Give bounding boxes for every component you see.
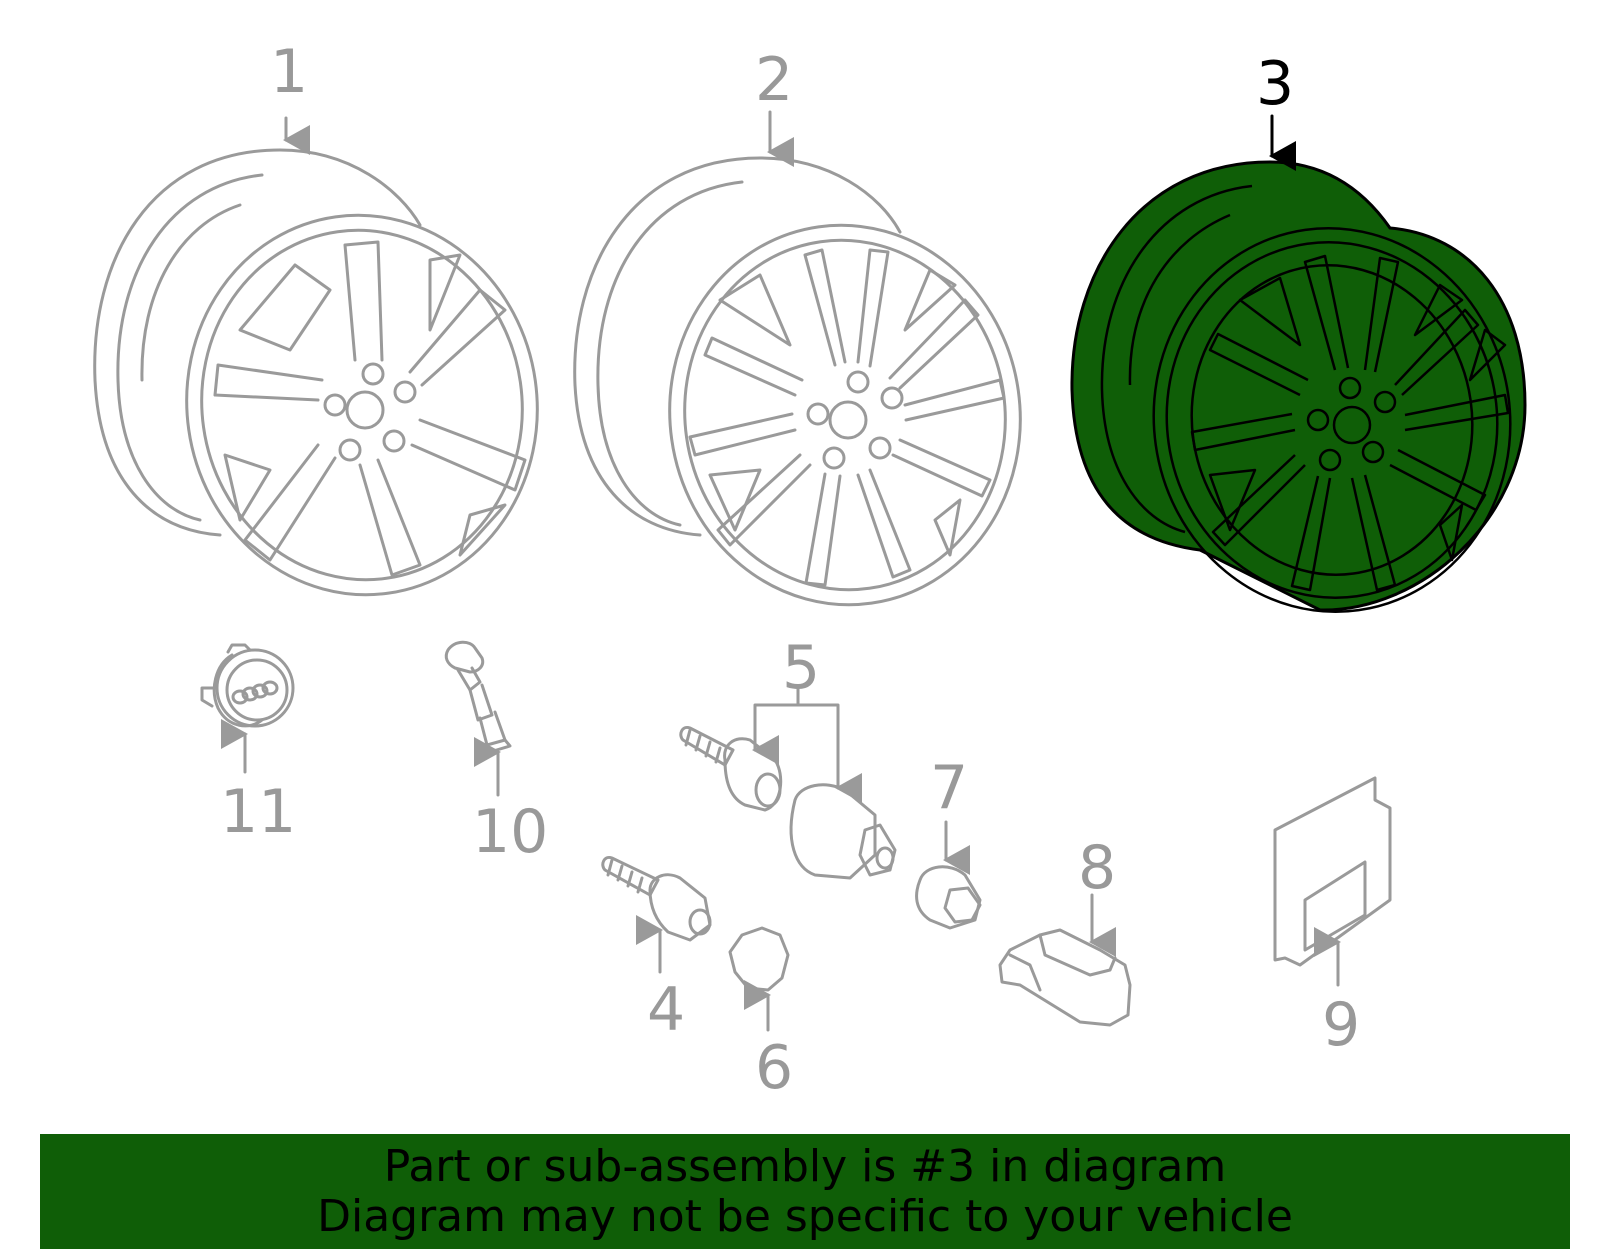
callout-8-label: 8 (1078, 833, 1116, 903)
callout-3-label: 3 (1256, 49, 1294, 119)
callout-7-label: 7 (930, 753, 968, 823)
lug-bolt-4-drawing[interactable] (601, 855, 712, 942)
wheel-lock-5-drawing[interactable] (679, 703, 897, 880)
banner-line-1: Part or sub-assembly is #3 in diagram (383, 1140, 1227, 1192)
callout-11-label: 11 (220, 777, 296, 847)
wheel-2-drawing[interactable] (573, 156, 1045, 628)
wheel-3-highlighted-drawing[interactable] (1070, 160, 1535, 635)
callout-1-label: 1 (270, 37, 308, 107)
banner-line-2: Diagram may not be specific to your vehi… (317, 1190, 1293, 1242)
callout-2-label: 2 (755, 45, 793, 115)
lug-nut-7-drawing[interactable] (915, 865, 982, 930)
wheel-1-drawing[interactable] (93, 148, 562, 618)
center-cap-11-drawing[interactable] (200, 643, 295, 728)
callout-9-label: 9 (1322, 990, 1360, 1060)
callout-6-label: 6 (755, 1033, 793, 1103)
valve-stem-10-drawing[interactable] (444, 640, 512, 754)
label-9-drawing[interactable] (1273, 776, 1392, 967)
callout-10-label: 10 (472, 797, 548, 867)
bolt-cap-6-drawing[interactable] (728, 926, 790, 992)
info-banner-background (40, 1134, 1570, 1249)
info-banner: Part or sub-assembly is #3 in diagram Di… (40, 1134, 1570, 1249)
callout-5-label: 5 (782, 633, 820, 703)
callout-4-label: 4 (647, 975, 685, 1045)
tpms-sensor-8-drawing[interactable] (998, 928, 1132, 1027)
